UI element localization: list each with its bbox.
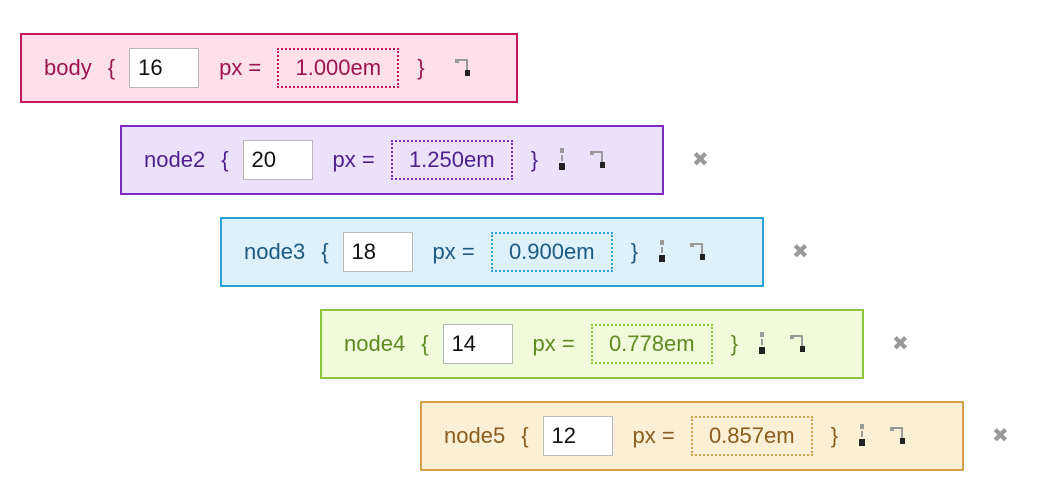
em-output: 1.250em <box>390 140 513 180</box>
move-up-icon[interactable] <box>752 329 772 359</box>
node-box-node4: node4 { px = 0.778em } <box>320 309 864 379</box>
close-brace: } <box>530 147 539 172</box>
px-input[interactable] <box>242 140 313 180</box>
remove-icon[interactable]: ✖ <box>892 333 909 355</box>
remove-icon[interactable]: ✖ <box>792 241 809 263</box>
node-row-body: body { px = 1.000em } <box>20 33 518 103</box>
node-box-node2: node2 { px = 1.250em } <box>120 125 664 195</box>
node-name: node2 <box>144 147 206 172</box>
node-row-node4: node4 { px = 0.778em } <box>320 309 909 379</box>
nest-child-icon[interactable] <box>588 145 608 175</box>
node-name: node4 <box>344 331 406 356</box>
close-brace: } <box>730 331 739 356</box>
em-output: 0.778em <box>590 324 713 364</box>
px-input[interactable] <box>129 48 200 88</box>
open-brace: { <box>321 239 329 264</box>
close-brace: } <box>830 423 839 448</box>
node-name: body <box>44 55 92 80</box>
node-box-node5: node5 { px = 0.857em } <box>420 401 964 471</box>
remove-icon[interactable]: ✖ <box>992 425 1009 447</box>
px-equals-label: px = <box>532 331 575 356</box>
node-row-node2: node2 { px = 1.250em } <box>120 125 709 195</box>
open-brace: { <box>521 423 529 448</box>
remove-icon[interactable]: ✖ <box>692 149 709 171</box>
move-up-icon[interactable] <box>552 145 572 175</box>
px-input[interactable] <box>542 416 613 456</box>
open-brace: { <box>221 147 229 172</box>
move-up-icon[interactable] <box>852 421 872 451</box>
nest-child-icon[interactable] <box>788 329 808 359</box>
node-row-node5: node5 { px = 0.857em } <box>420 401 1009 471</box>
px-equals-label: px = <box>632 423 675 448</box>
close-brace: } <box>417 55 425 80</box>
px-equals-label: px = <box>332 147 375 172</box>
node-name: node5 <box>444 423 506 448</box>
nest-child-icon[interactable] <box>888 421 908 451</box>
nest-child-icon[interactable] <box>688 237 708 267</box>
node-name: node3 <box>244 239 306 264</box>
em-output: 0.857em <box>690 416 813 456</box>
em-output: 0.900em <box>490 232 613 272</box>
nest-child-icon[interactable] <box>453 53 473 83</box>
open-brace: { <box>421 331 429 356</box>
px-equals-label: px = <box>219 55 262 80</box>
open-brace: { <box>107 55 116 80</box>
px-equals-label: px = <box>432 239 475 264</box>
node-box-node3: node3 { px = 0.900em } <box>220 217 764 287</box>
em-output: 1.000em <box>277 48 400 88</box>
node-box-body: body { px = 1.000em } <box>20 33 518 103</box>
px-input[interactable] <box>442 324 513 364</box>
close-brace: } <box>630 239 639 264</box>
node-row-node3: node3 { px = 0.900em } <box>220 217 809 287</box>
move-up-icon[interactable] <box>652 237 672 267</box>
px-input[interactable] <box>342 232 413 272</box>
